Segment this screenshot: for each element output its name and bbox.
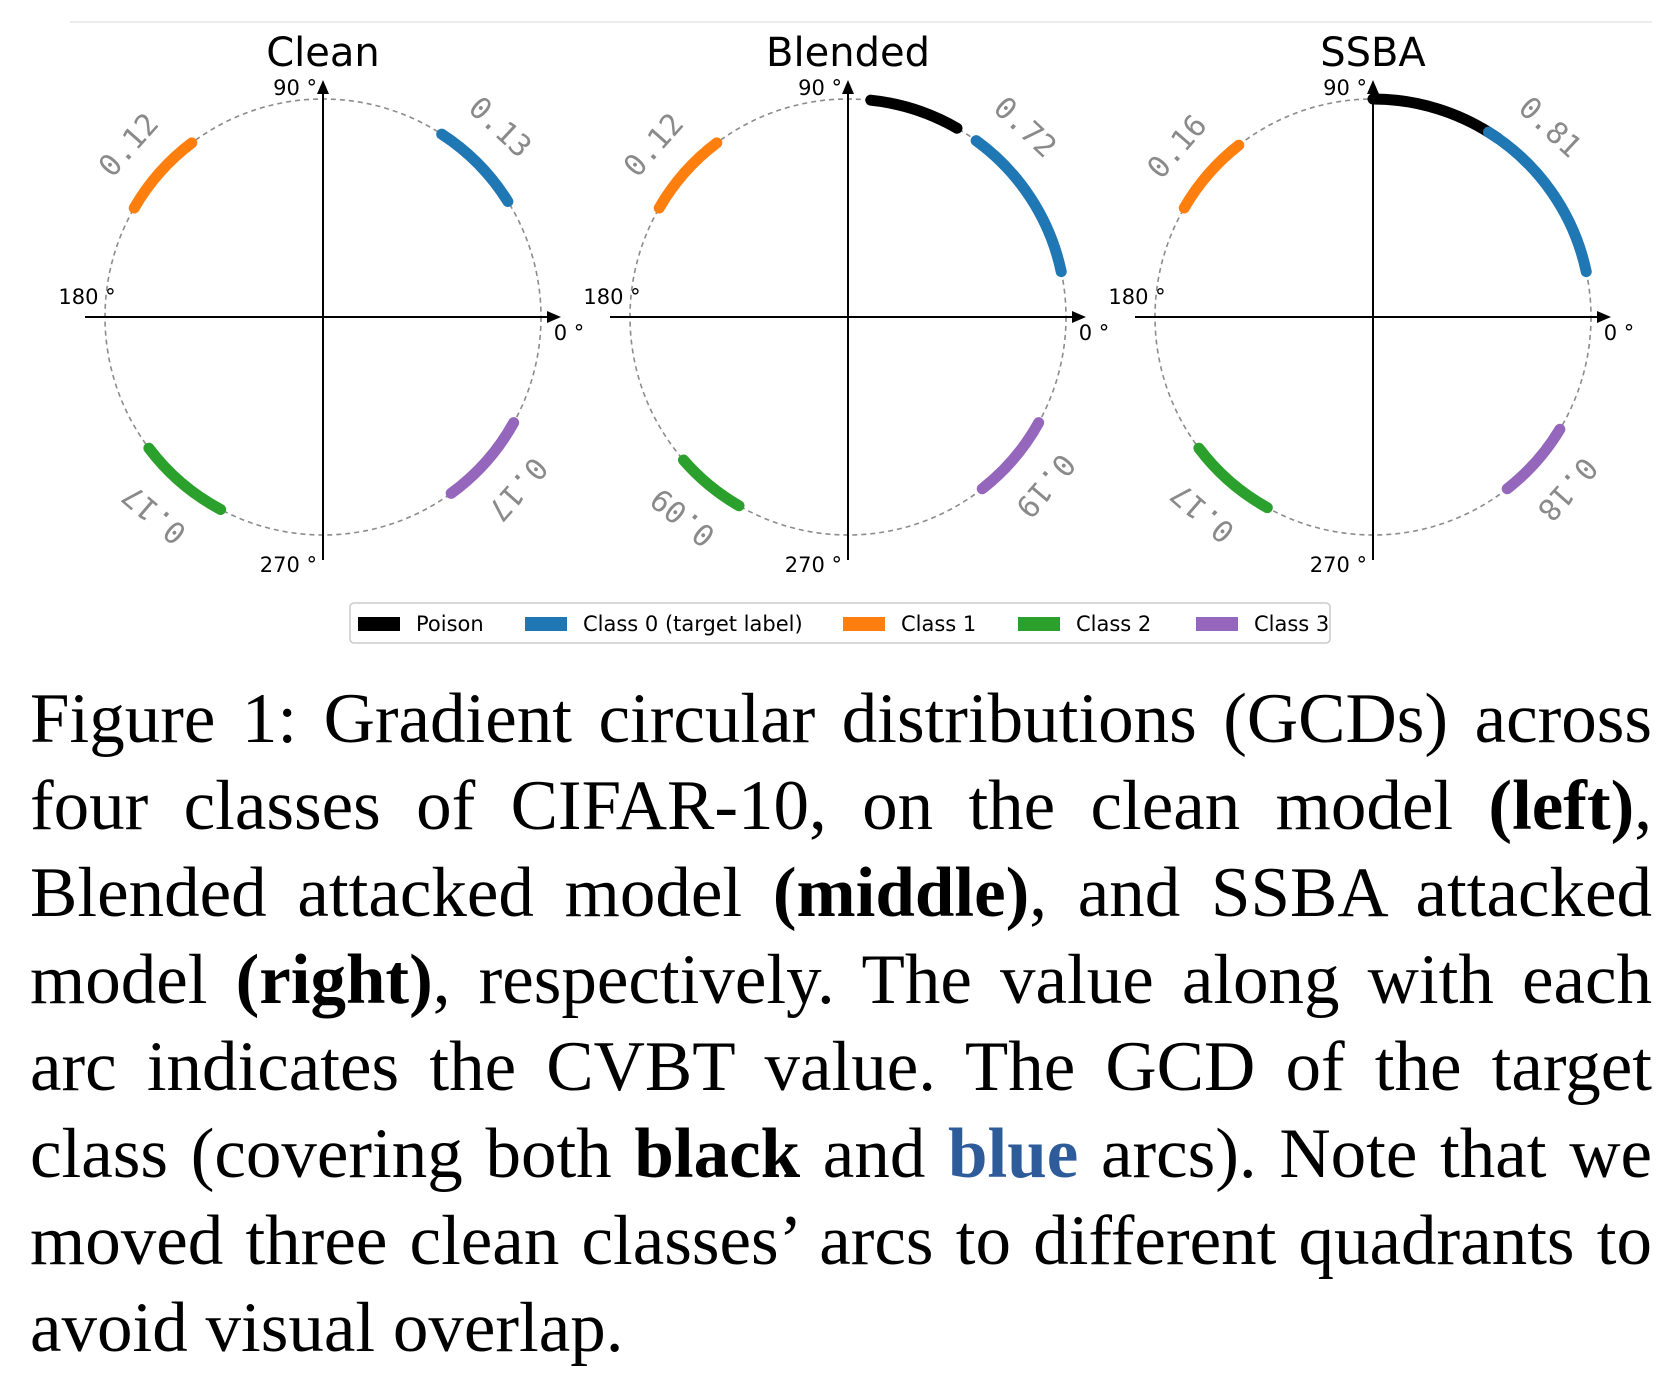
legend-swatch xyxy=(1196,617,1238,631)
label-90-deg: 90 ° xyxy=(1323,76,1367,100)
arc-class-2 xyxy=(1193,442,1273,514)
label-270-deg: 270 ° xyxy=(260,553,317,577)
legend-label: Class 0 (target label) xyxy=(583,612,803,636)
label-90-deg: 90 ° xyxy=(273,76,317,100)
panel-title: Blended xyxy=(766,30,930,76)
label-180-deg: 180 ° xyxy=(58,285,115,309)
arc-class-1 xyxy=(653,137,723,214)
x-axis-arrow xyxy=(547,311,561,323)
panel-title: SSBA xyxy=(1320,30,1426,76)
figure-caption: Figure 1: Gradient circular distribution… xyxy=(30,676,1652,1372)
caption-lead: Figure 1: Gradient circular distribution… xyxy=(30,680,1652,845)
label-90-deg: 90 ° xyxy=(798,76,842,100)
legend-label: Class 3 xyxy=(1254,612,1329,636)
panel-title: Clean xyxy=(266,30,380,76)
legend-item-poison: Poison xyxy=(358,612,484,636)
caption-text-3: , respectively. The value along with eac… xyxy=(30,941,1652,1193)
arc-class-0-target-label xyxy=(1483,126,1592,278)
legend-item-class-3: Class 3 xyxy=(1196,612,1329,636)
arc-poison xyxy=(1367,93,1504,144)
caption-text-1: , Blended attacked model xyxy=(30,767,1652,932)
legend-box xyxy=(349,602,1331,644)
caption-blue: blue xyxy=(948,1115,1079,1193)
x-axis-arrow xyxy=(1597,311,1611,323)
legend: Poison Class 0 (target label) Class 1 Class… xyxy=(349,602,1331,644)
caption-text-4: and xyxy=(800,1115,949,1193)
legend-label: Class 1 xyxy=(901,612,976,636)
legend-label: Poison xyxy=(416,612,484,636)
y-axis-arrow xyxy=(1367,80,1379,94)
label-270-deg: 270 ° xyxy=(1310,553,1367,577)
label-0-deg: 0 ° xyxy=(1079,321,1110,345)
arc-class-1 xyxy=(128,137,198,214)
label-180-deg: 180 ° xyxy=(1108,285,1165,309)
arc-class-1 xyxy=(1178,139,1245,214)
arc-class-0-target-label xyxy=(436,128,514,207)
caption-text-2: , and SSBA attacked model xyxy=(30,854,1652,1019)
label-0-deg: 0 ° xyxy=(1604,321,1635,345)
arc-class-3 xyxy=(1501,423,1566,495)
legend-swatch xyxy=(358,617,400,631)
caption-black: black xyxy=(634,1115,801,1193)
label-180-deg: 180 ° xyxy=(583,285,640,309)
arc-class-0-target-label xyxy=(970,135,1067,278)
y-axis-arrow xyxy=(842,80,854,94)
caption-left: (left) xyxy=(1488,767,1635,845)
caption-right: (right) xyxy=(235,941,433,1019)
arc-class-3 xyxy=(976,417,1045,495)
legend-item-class-2: Class 2 xyxy=(1018,612,1151,636)
x-axis-arrow xyxy=(1072,311,1086,323)
legend-swatch xyxy=(525,617,567,631)
caption-text-5: arcs). Note that we moved three clean cl… xyxy=(30,1115,1653,1367)
legend-label: Class 2 xyxy=(1076,612,1151,636)
legend-swatch xyxy=(1018,617,1060,631)
legend-item-class-0-target-label: Class 0 (target label) xyxy=(525,612,803,636)
arc-poison xyxy=(865,94,963,134)
legend-swatch xyxy=(843,617,885,631)
y-axis-arrow xyxy=(317,80,329,94)
caption-middle: (middle) xyxy=(772,854,1030,932)
arc-class-2 xyxy=(677,454,745,512)
arc-class-3 xyxy=(445,417,520,499)
legend-item-class-1: Class 1 xyxy=(843,612,976,636)
label-270-deg: 270 ° xyxy=(785,553,842,577)
arc-class-2 xyxy=(143,442,227,515)
label-0-deg: 0 ° xyxy=(554,321,585,345)
